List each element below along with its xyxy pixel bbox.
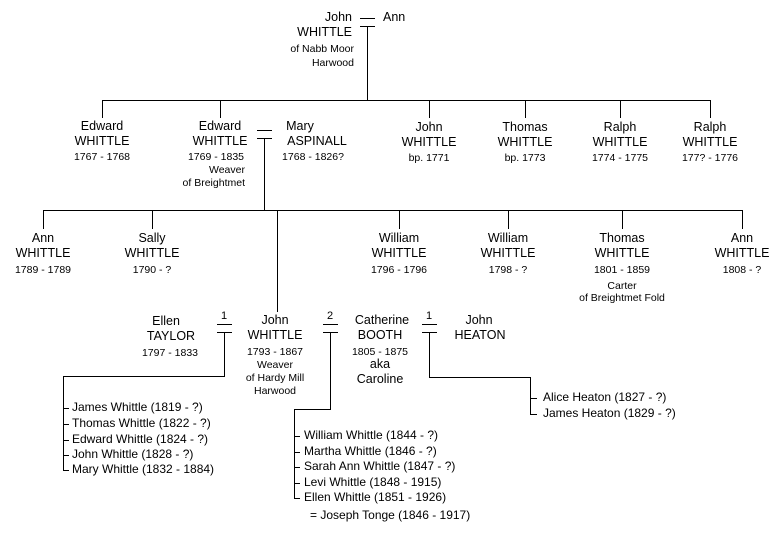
person-thomas-1773-last: WHITTLE bbox=[497, 135, 553, 149]
list-item: Edward Whittle (1824 - ?) bbox=[72, 432, 209, 446]
person-mary-aspinall-dates: 1768 - 1826? bbox=[282, 151, 344, 163]
marriage-number: 2 bbox=[326, 310, 334, 322]
list-item: Levi Whittle (1848 - 1915) bbox=[304, 475, 442, 489]
marriage-number: 1 bbox=[425, 310, 433, 322]
person-ralph-177x-dates: 177? - 1776 bbox=[681, 152, 739, 164]
person-ann-1808-dates: 1808 - ? bbox=[722, 264, 762, 276]
person-edward-1767-dates: 1767 - 1768 bbox=[73, 151, 131, 163]
list-item: Thomas Whittle (1822 - ?) bbox=[72, 416, 211, 430]
person-john-heaton-first: John bbox=[465, 313, 493, 327]
person-john-1771-first: John bbox=[415, 120, 443, 134]
person-sally-last: WHITTLE bbox=[124, 246, 180, 260]
person-john-whittle-place: of Nabb Moor bbox=[290, 43, 354, 55]
person-catherine-booth-alias: Caroline bbox=[356, 372, 404, 386]
person-john-1793-first: John bbox=[261, 313, 289, 327]
list-item: John Whittle (1828 - ?) bbox=[72, 447, 194, 461]
spouse-note: = Joseph Tonge (1846 - 1917) bbox=[310, 508, 471, 522]
person-john-whittle-last: WHITTLE bbox=[297, 25, 352, 39]
person-william-1798-first: William bbox=[487, 231, 529, 245]
person-edward-1767-last: WHITTLE bbox=[74, 134, 130, 148]
person-john-1793-occupation: Weaver bbox=[257, 359, 293, 371]
person-edward-1769-occupation: Weaver bbox=[209, 164, 245, 176]
list-item: Mary Whittle (1832 - 1884) bbox=[72, 462, 215, 476]
marriage-number: 1 bbox=[220, 310, 228, 322]
list-item: William Whittle (1844 - ?) bbox=[304, 428, 439, 442]
person-thomas-1801-first: Thomas bbox=[599, 231, 645, 245]
person-ann-1789-dates: 1789 - 1789 bbox=[14, 264, 72, 276]
person-ellen-taylor-dates: 1797 - 1833 bbox=[141, 347, 199, 359]
person-john-whittle-first: John bbox=[324, 10, 352, 24]
person-sally-first: Sally bbox=[138, 231, 166, 245]
person-thomas-1801-occupation: Carter bbox=[607, 280, 637, 292]
person-john-1793-place: of Hardy Mill bbox=[245, 372, 305, 384]
person-john-1793-place: Harwood bbox=[253, 385, 297, 397]
person-ann-first: Ann bbox=[383, 10, 406, 24]
person-sally-dates: 1790 - ? bbox=[132, 264, 172, 276]
person-john-1771-last: WHITTLE bbox=[401, 135, 457, 149]
person-mary-aspinall-last: ASPINALL bbox=[287, 134, 347, 148]
person-catherine-booth-dates: 1805 - 1875 bbox=[351, 346, 409, 358]
person-thomas-1801-last: WHITTLE bbox=[594, 246, 650, 260]
list-item: Alice Heaton (1827 - ?) bbox=[543, 390, 667, 404]
person-ralph-1774-last: WHITTLE bbox=[592, 135, 648, 149]
person-john-1771-dates: bp. 1771 bbox=[408, 152, 450, 164]
person-ralph-1774-first: Ralph bbox=[603, 120, 637, 134]
person-john-1793-last: WHITTLE bbox=[247, 328, 303, 342]
person-ralph-1774-dates: 1774 - 1775 bbox=[591, 152, 649, 164]
list-item: Sarah Ann Whittle (1847 - ?) bbox=[304, 459, 456, 473]
list-item: James Whittle (1819 - ?) bbox=[72, 400, 203, 414]
person-thomas-1773-dates: bp. 1773 bbox=[504, 152, 546, 164]
person-john-1793-dates: 1793 - 1867 bbox=[246, 346, 304, 358]
person-william-1798-last: WHITTLE bbox=[480, 246, 536, 260]
person-ellen-taylor-first: Ellen bbox=[152, 314, 180, 328]
person-mary-aspinall-first: Mary bbox=[286, 119, 314, 133]
person-catherine-booth-aka: aka bbox=[369, 357, 391, 371]
person-edward-1769-place: of Breightmet bbox=[182, 177, 245, 189]
person-ann-1808-last: WHITTLE bbox=[714, 246, 770, 260]
list-item: James Heaton (1829 - ?) bbox=[543, 406, 676, 420]
person-edward-1769-dates: 1769 - 1835 bbox=[187, 151, 245, 163]
person-edward-1769-last: WHITTLE bbox=[192, 134, 248, 148]
person-ellen-taylor-last: TAYLOR bbox=[146, 329, 196, 343]
person-catherine-booth-first: Catherine bbox=[354, 313, 410, 327]
person-edward-1769-first: Edward bbox=[198, 119, 242, 133]
person-william-1796-first: William bbox=[378, 231, 420, 245]
person-john-whittle-place: Harwood bbox=[311, 57, 354, 69]
person-ann-1789-last: WHITTLE bbox=[15, 246, 71, 260]
person-ralph-177x-first: Ralph bbox=[693, 120, 727, 134]
person-william-1796-last: WHITTLE bbox=[371, 246, 427, 260]
person-thomas-1773-first: Thomas bbox=[502, 120, 548, 134]
person-thomas-1801-place: of Breightmet Fold bbox=[579, 292, 665, 304]
person-john-heaton-last: HEATON bbox=[454, 328, 506, 342]
list-item: Martha Whittle (1846 - ?) bbox=[304, 444, 437, 458]
person-thomas-1801-dates: 1801 - 1859 bbox=[593, 264, 651, 276]
person-edward-1767-first: Edward bbox=[80, 119, 124, 133]
person-catherine-booth-last: BOOTH bbox=[357, 328, 403, 342]
person-ralph-177x-last: WHITTLE bbox=[682, 135, 738, 149]
person-ann-1789-first: Ann bbox=[31, 231, 55, 245]
person-william-1798-dates: 1798 - ? bbox=[488, 264, 528, 276]
list-item: Ellen Whittle (1851 - 1926) bbox=[304, 490, 447, 504]
person-william-1796-dates: 1796 - 1796 bbox=[370, 264, 428, 276]
person-ann-1808-first: Ann bbox=[730, 231, 754, 245]
